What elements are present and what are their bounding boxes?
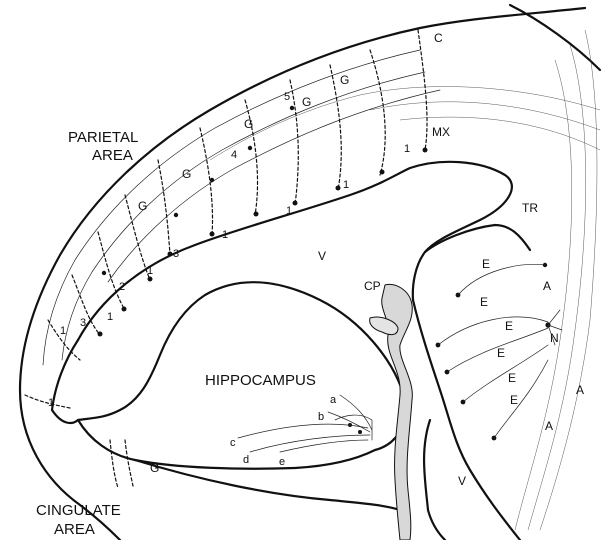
e-label: E: [480, 295, 488, 309]
region-tr-label: TR: [522, 201, 538, 215]
number-label: 1: [222, 229, 228, 241]
number-label: 3: [173, 248, 179, 260]
number-label: 1: [107, 311, 113, 323]
hippocampal-fibers: [238, 395, 372, 452]
number-label: 1: [60, 325, 66, 337]
number-label: 1: [286, 205, 292, 217]
region-mx-label: MX: [432, 125, 450, 139]
hippocampus-label: HIPPOCAMPUS: [205, 372, 316, 389]
g-label: G: [302, 95, 311, 109]
g-label: G: [150, 461, 159, 475]
e-label: E: [508, 371, 516, 385]
ventricle-upper-label: V: [318, 249, 326, 263]
cortical-layer-line: [370, 102, 600, 130]
parietal-area-label-2: AREA: [92, 147, 133, 164]
a-label: A: [545, 419, 553, 433]
fiber-c-label: c: [230, 437, 236, 449]
number-label: 1: [147, 265, 153, 277]
e-label: E: [510, 393, 518, 407]
g-label: G: [138, 199, 147, 213]
region-c-label: C: [434, 31, 443, 45]
number-label: 1: [404, 143, 410, 155]
e-label: E: [482, 257, 490, 271]
choroid-plexus-label: CP: [364, 279, 381, 293]
number-label: 4: [231, 149, 237, 161]
fiber-e-label: e: [279, 456, 285, 468]
region-n-label: N: [550, 331, 559, 345]
a-label: A: [543, 279, 551, 293]
number-label: 1: [343, 179, 349, 191]
cingulate-area-label-1: CINGULATE: [36, 502, 121, 519]
number-label: 5: [284, 91, 290, 103]
parietal-area-label-1: PARIETAL: [68, 129, 138, 146]
cortical-layer-line: [62, 72, 425, 360]
number-label: 2: [119, 281, 125, 293]
fiber-b-label: b: [318, 411, 324, 423]
g-label: G: [244, 117, 253, 131]
g-label: G: [340, 73, 349, 87]
number-label: 3: [80, 317, 86, 329]
cingulate-area-label-2: AREA: [54, 521, 95, 538]
cingulate-lower-outline: [135, 460, 400, 510]
e-label: E: [505, 319, 513, 333]
ventricle-lower-label: V: [458, 474, 466, 488]
cingulate-inner-outline: [52, 340, 78, 423]
fiber-d-label: d: [243, 454, 249, 466]
e-label: E: [497, 346, 505, 360]
ventricle-lower-outline: [424, 420, 445, 540]
cortical-layer-line: [108, 90, 440, 282]
number-label: 1: [48, 397, 54, 409]
cell-bodies: [98, 106, 551, 441]
a-label: A: [576, 383, 584, 397]
g-label: G: [182, 167, 191, 181]
inner-cortex-outline: [78, 162, 512, 340]
fiber-tract-line: [515, 60, 572, 530]
fiber-tract-line: [528, 45, 586, 530]
fiber-a-label: a: [330, 394, 337, 406]
